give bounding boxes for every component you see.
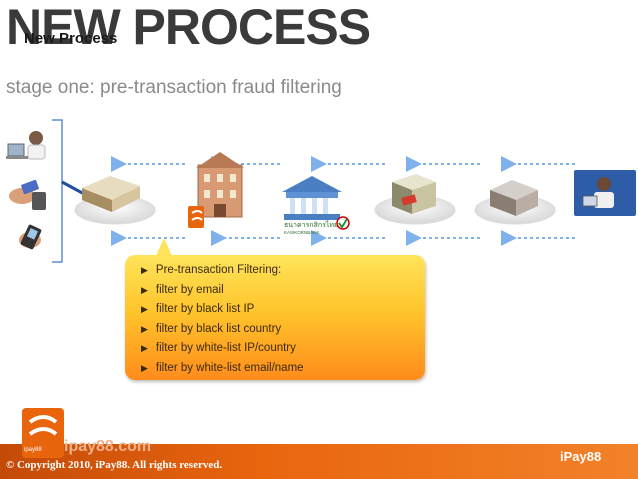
bullet-triangle-icon: ▶ bbox=[141, 323, 148, 334]
list-item: ▶filter by black list IP bbox=[141, 303, 255, 315]
list-item: ▶filter by white-list IP/country bbox=[141, 342, 296, 354]
footer-brand: iPay88 bbox=[560, 449, 602, 464]
callout-pointer bbox=[155, 238, 173, 258]
bullet-triangle-icon: ▶ bbox=[141, 362, 148, 373]
filter-list: ▶Pre-transaction Filtering: ▶filter by e… bbox=[125, 255, 425, 378]
ipay88-small-logo-icon bbox=[188, 206, 204, 228]
copyright-text: © Copyright 2010, iPay88. All rights res… bbox=[6, 459, 223, 471]
bank-sign-english: KASIKORNBANK bbox=[284, 230, 320, 235]
list-item: ▶Pre-transaction Filtering: bbox=[141, 264, 282, 276]
bullet-triangle-icon: ▶ bbox=[141, 304, 148, 314]
bullet-triangle-icon: ▶ bbox=[141, 265, 148, 275]
customer-laptop-icon bbox=[6, 131, 46, 160]
card-processor-icon bbox=[374, 174, 456, 225]
footer-url: ipay88.com bbox=[64, 438, 152, 455]
bank-sign-thai: ธนาคารกสิกรไทย bbox=[284, 220, 338, 229]
page-title-overlay: New Process bbox=[24, 30, 118, 47]
page-title: NEW PROCESS bbox=[6, 0, 371, 55]
mobile-phone-icon bbox=[19, 224, 42, 250]
bullet-triangle-icon: ▶ bbox=[141, 343, 148, 353]
cardholder-desk-icon bbox=[574, 170, 636, 216]
list-item: ▶filter by black list country bbox=[141, 322, 282, 335]
list-item: ▶filter by white-list email/name bbox=[141, 361, 304, 374]
bank-building-icon bbox=[282, 176, 342, 220]
ipay88-logo-icon bbox=[22, 408, 64, 458]
ipay88-building-icon bbox=[196, 152, 244, 218]
issuing-bank-icon bbox=[474, 180, 556, 225]
page-subtitle: stage one: pre-transaction fraud filteri… bbox=[6, 77, 342, 98]
pre-transaction-filter-box: ▶Pre-transaction Filtering: ▶filter by e… bbox=[125, 255, 425, 380]
customer-group-bracket bbox=[52, 119, 63, 263]
process-diagram: ธนาคารกสิกรไทย KASIKORNBANK bbox=[6, 119, 636, 263]
card-in-hand-icon bbox=[9, 179, 46, 210]
logo-label: ipay88 bbox=[24, 447, 42, 453]
bank-logo-icon bbox=[336, 216, 350, 230]
footer-bar bbox=[0, 444, 638, 479]
bullet-triangle-icon: ▶ bbox=[141, 284, 148, 295]
merchant-building-icon bbox=[74, 176, 156, 225]
list-item: ▶filter by email bbox=[141, 283, 224, 296]
